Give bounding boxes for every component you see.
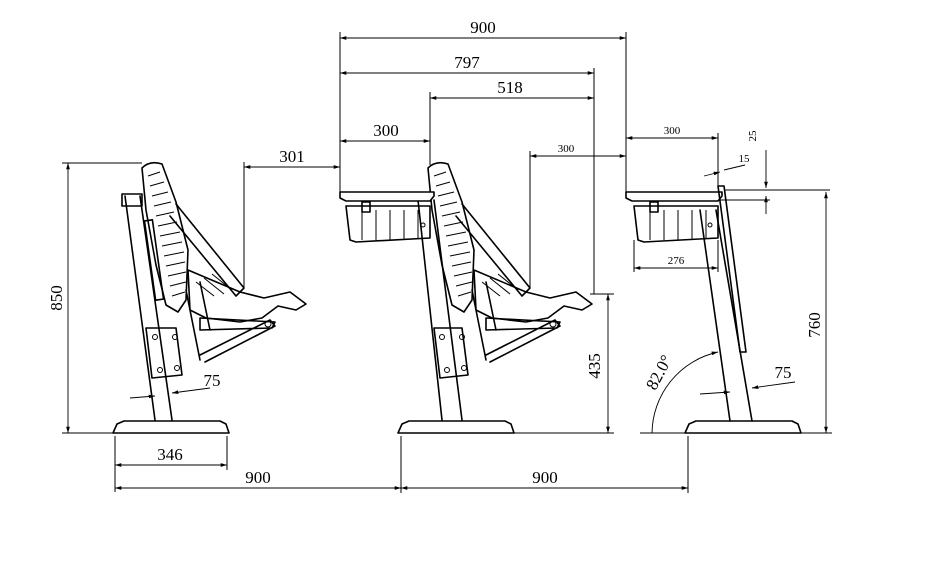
- right-desk-pedestal: [699, 209, 753, 422]
- middle-chair-backrest: [427, 161, 475, 313]
- dim-797: 797: [454, 53, 480, 72]
- dim-top-900: 900: [470, 18, 496, 37]
- left-chair-arm: [169, 203, 245, 297]
- dim-435: 435: [585, 353, 604, 379]
- dim-15: 15: [739, 153, 751, 165]
- dim-760: 760: [805, 312, 824, 338]
- dim-75-right: 75: [775, 363, 792, 382]
- dim-900-left: 900: [245, 468, 271, 487]
- dim-276: 276: [668, 255, 685, 267]
- left-chair-pedestal: [124, 195, 173, 421]
- dim-300-mid: 300: [558, 143, 575, 155]
- left-chair-base: [112, 420, 230, 434]
- dimension-lines: [62, 32, 832, 493]
- left-chair: [112, 161, 307, 434]
- dim-300-top: 300: [373, 121, 399, 140]
- left-chair-top-bracket: [121, 193, 143, 207]
- right-desk-panel: [717, 185, 747, 353]
- left-chair-backrest: [141, 161, 189, 313]
- middle-desk-top: [339, 191, 435, 202]
- middle-chair-base: [397, 420, 515, 434]
- dim-angle: 82.0°: [642, 352, 676, 393]
- middle-chair: [397, 161, 593, 434]
- right-desk: [625, 185, 802, 434]
- right-desk-base: [684, 420, 802, 434]
- dim-75-left: 75: [204, 371, 221, 390]
- dim-346: 346: [157, 445, 183, 464]
- left-chair-seat: [187, 269, 307, 323]
- middle-chair-seat: [473, 269, 593, 323]
- dimension-labels: 900 797 518 300 301 300 300 25 15 276 85…: [47, 18, 824, 487]
- dim-900-right: 900: [532, 468, 558, 487]
- dim-25: 25: [747, 130, 759, 142]
- dim-300-desk: 300: [664, 125, 681, 137]
- middle-desk-tray: [345, 205, 431, 243]
- middle-chair-pedestal: [417, 199, 463, 421]
- middle-desk: [339, 191, 435, 243]
- right-desk-tray: [633, 205, 719, 243]
- right-desk-top: [625, 191, 723, 202]
- dim-850: 850: [47, 285, 66, 311]
- dim-301: 301: [279, 147, 305, 166]
- middle-chair-frame-plate: [433, 327, 469, 379]
- dim-518: 518: [497, 78, 523, 97]
- middle-chair-arm: [455, 203, 531, 297]
- left-chair-frame-plate: [145, 327, 183, 379]
- left-chair-seat-link: [199, 317, 276, 363]
